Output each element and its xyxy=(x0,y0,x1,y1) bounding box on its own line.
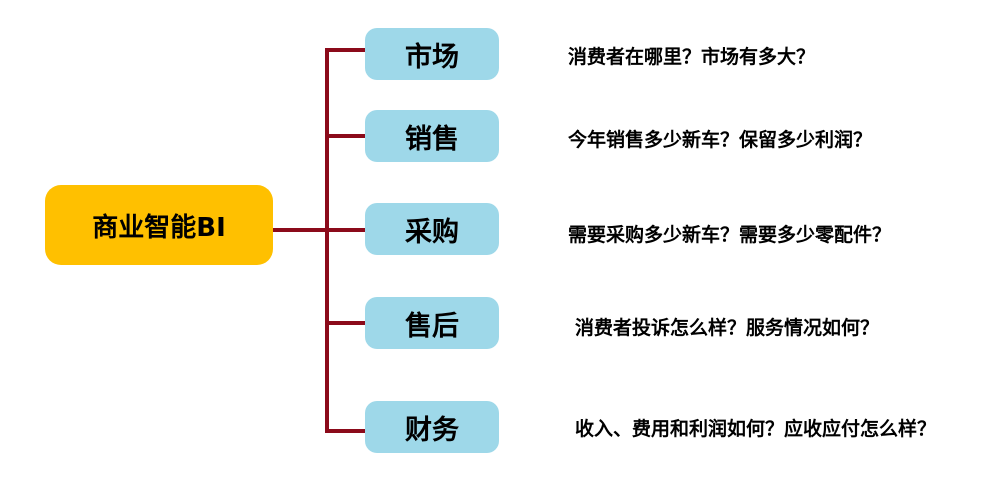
branch-label-market: 市场 xyxy=(405,41,459,73)
branch-node-sales: 销售 xyxy=(365,110,499,162)
branch-node-market: 市场 xyxy=(365,28,499,80)
branch-label-finance: 财务 xyxy=(405,414,459,446)
branch-node-after-sales: 售后 xyxy=(365,297,499,349)
branch-label-sales: 销售 xyxy=(405,123,459,155)
question-market: 消费者在哪里？市场有多大？ xyxy=(568,46,816,68)
question-sales: 今年销售多少新车？保留多少利润？ xyxy=(568,129,873,151)
question-finance: 收入、费用和利润如何？应收应付怎么样？ xyxy=(575,418,937,440)
root-label: 商业智能BI xyxy=(92,212,226,243)
question-purchasing: 需要采购多少新车？需要多少零配件？ xyxy=(568,224,892,246)
branch-node-finance: 财务 xyxy=(365,401,499,453)
branch-label-after-sales: 售后 xyxy=(405,310,459,342)
branch-label-purchasing: 采购 xyxy=(405,216,459,248)
branch-node-purchasing: 采购 xyxy=(365,203,499,255)
question-after-sales: 消费者投诉怎么样？服务情况如何？ xyxy=(575,317,880,339)
root-node: 商业智能BI xyxy=(45,185,273,265)
